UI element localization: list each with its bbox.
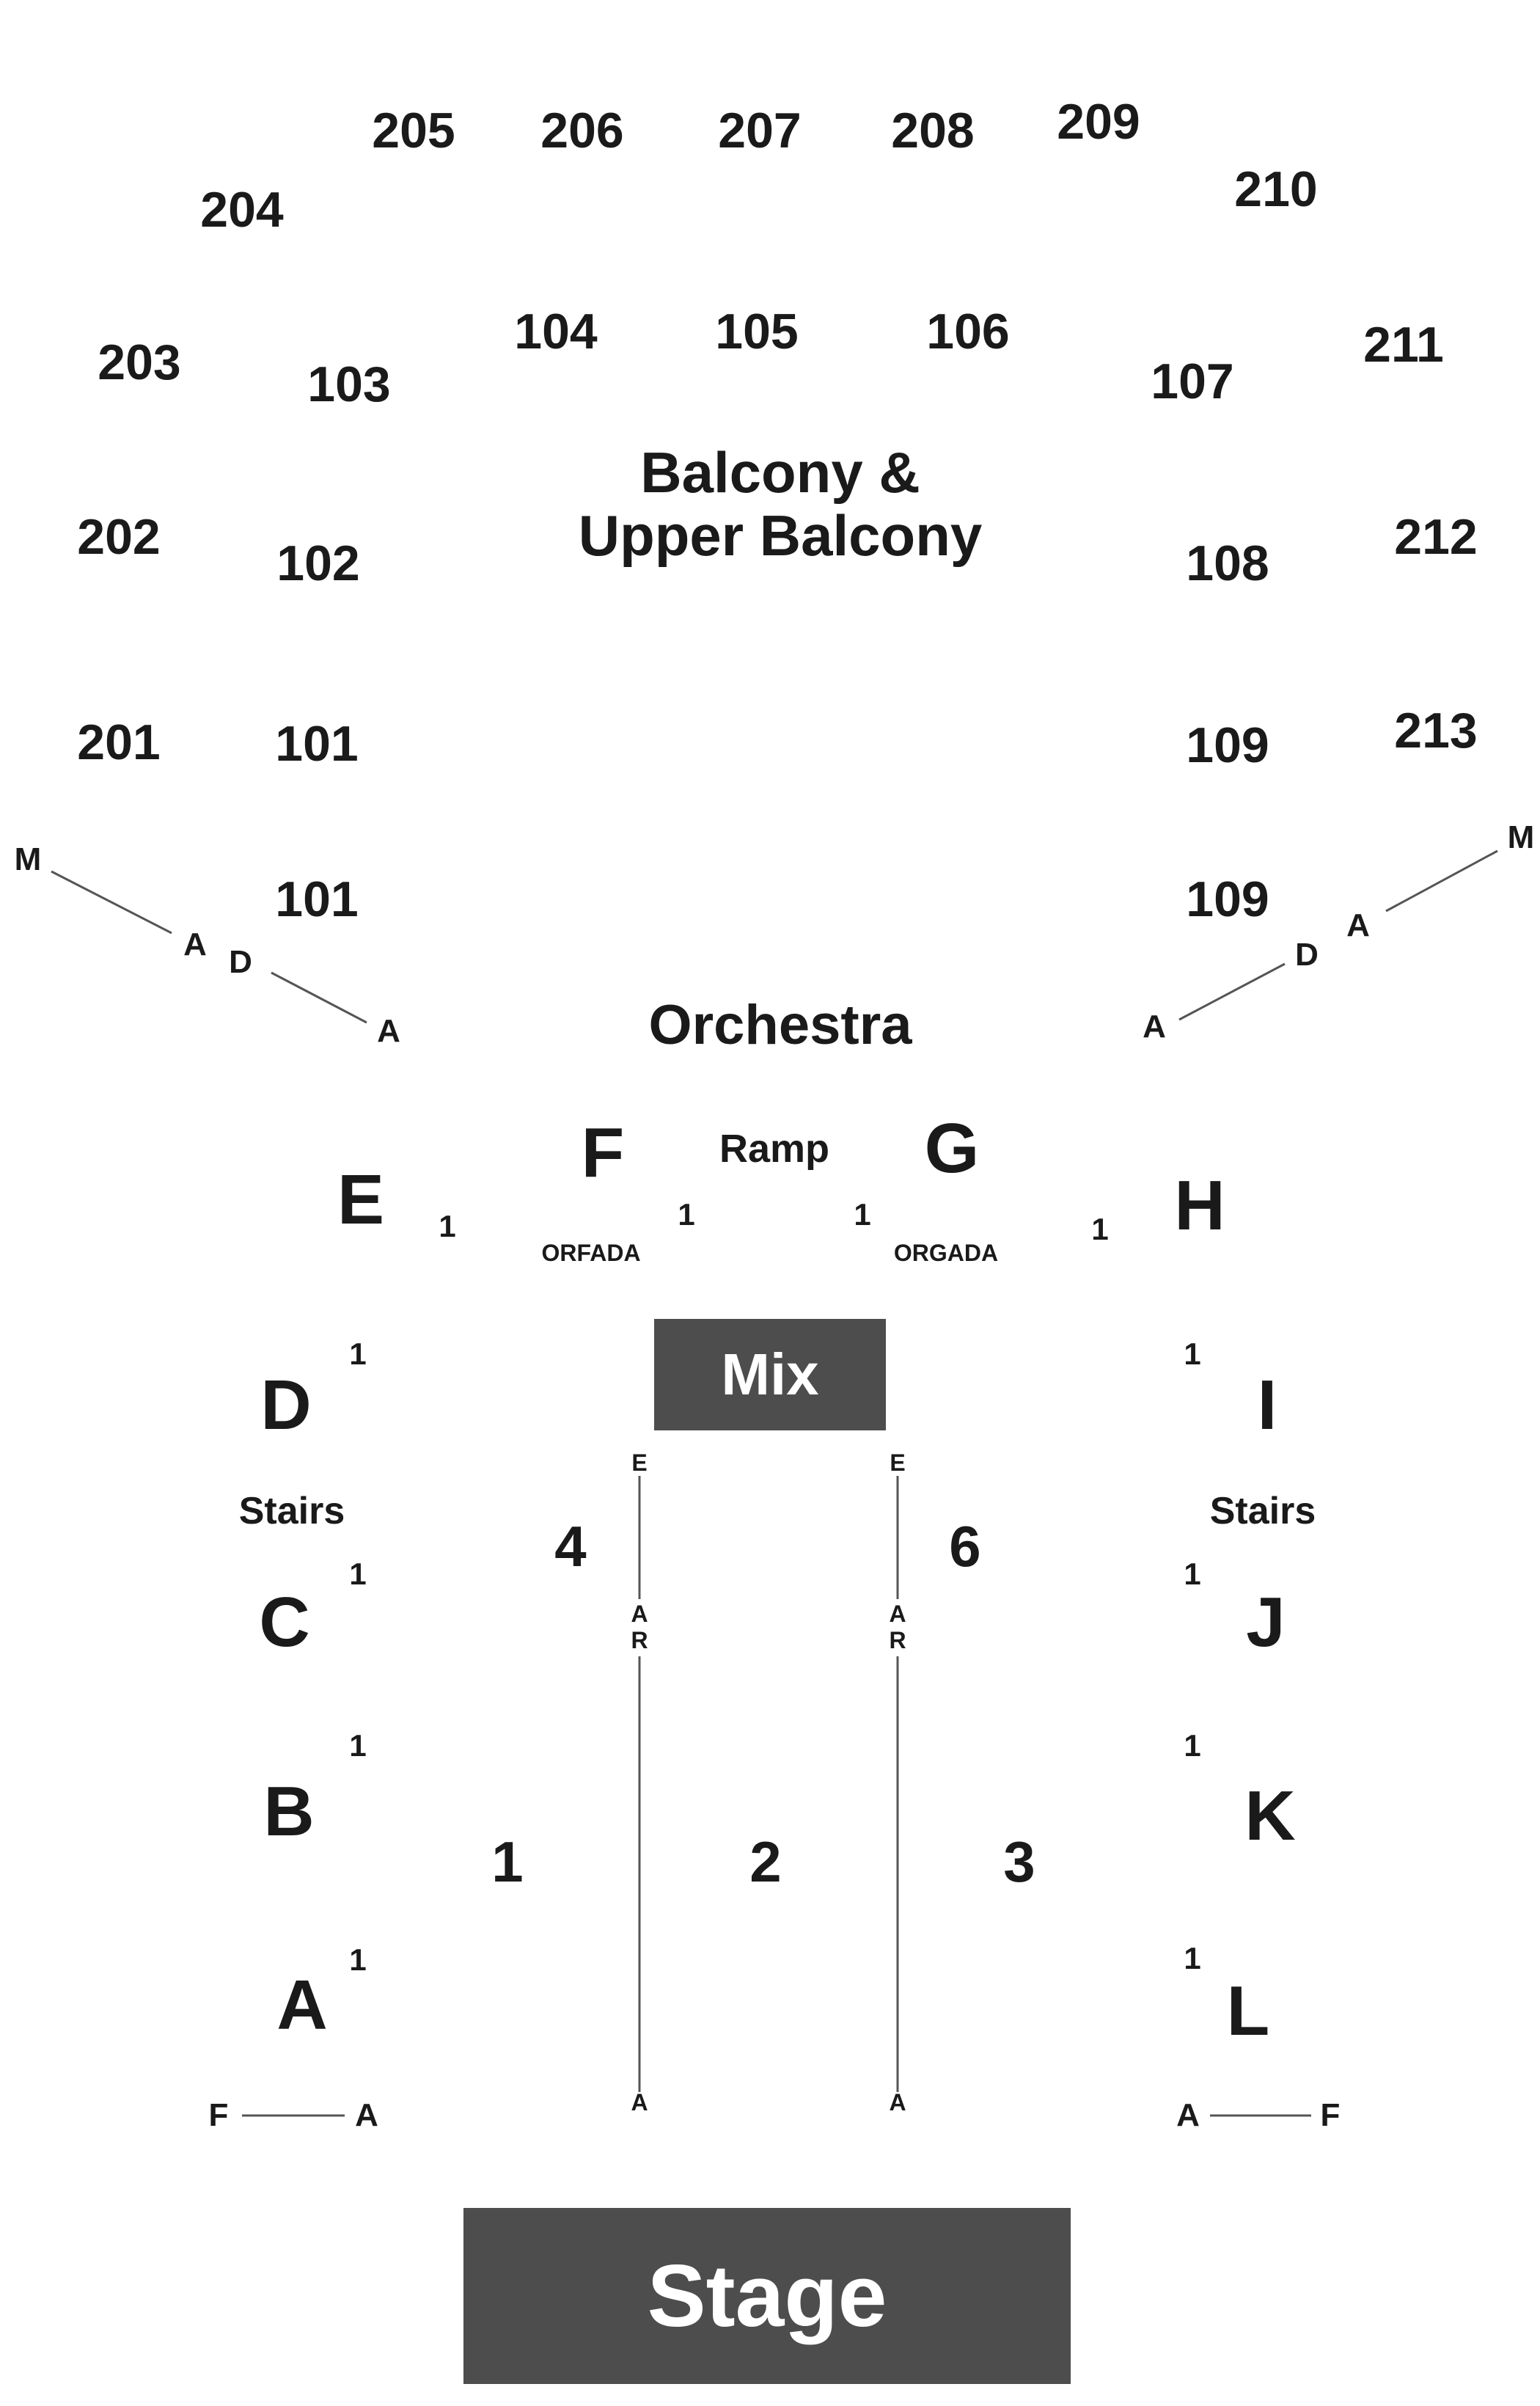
section-202[interactable]: 202 <box>77 509 161 565</box>
section-104[interactable]: 104 <box>514 304 598 359</box>
balcony-title: Balcony & Upper Balcony <box>578 440 983 568</box>
aisle-left-r: R <box>631 1627 648 1653</box>
diag-left-lower-line <box>271 971 367 1024</box>
section-109[interactable]: 109 <box>1186 717 1269 773</box>
balcony-title-line-1: Balcony & <box>640 440 920 505</box>
row-1-g: 1 <box>854 1197 871 1232</box>
diag-right-lower-line <box>1178 962 1286 1021</box>
row-1-h: 1 <box>1091 1212 1109 1246</box>
row-marker-d-left: D <box>229 944 252 980</box>
row-1-b: 1 <box>349 1728 367 1763</box>
aisle-left-bottom-a: A <box>631 2089 648 2116</box>
row-marker-f-bottom-left: F <box>208 2097 229 2133</box>
row-marker-a-bottom-right: A <box>1176 2097 1200 2133</box>
section-105[interactable]: 105 <box>715 304 799 359</box>
section-l[interactable]: L <box>1226 1972 1270 2050</box>
orgada-label: ORGADA <box>893 1240 999 1266</box>
section-108[interactable]: 108 <box>1186 535 1269 591</box>
mix-position: Mix <box>654 1319 886 1430</box>
section-209[interactable]: 209 <box>1057 94 1140 150</box>
row-marker-m-right: M <box>1507 819 1535 855</box>
ramp-label: Ramp <box>719 1127 830 1171</box>
orchestra-title: Orchestra <box>648 994 912 1056</box>
aisle-left-a: A <box>631 1601 648 1627</box>
section-f[interactable]: F <box>581 1114 625 1192</box>
section-e[interactable]: E <box>337 1160 385 1239</box>
row-1-e: 1 <box>439 1209 456 1243</box>
row-marker-a-left-upper: A <box>183 926 207 962</box>
section-210[interactable]: 210 <box>1234 161 1318 217</box>
section-203[interactable]: 203 <box>98 334 181 390</box>
stairs-right: Stairs <box>1209 1490 1316 1532</box>
row-1-k: 1 <box>1184 1728 1201 1763</box>
section-i[interactable]: I <box>1257 1366 1277 1444</box>
row-1-a: 1 <box>349 1942 367 1977</box>
section-201[interactable]: 201 <box>77 714 161 770</box>
row-marker-a-left-lower: A <box>377 1013 400 1049</box>
section-j[interactable]: J <box>1246 1583 1286 1661</box>
aisle-right-bottom-a: A <box>889 2089 906 2116</box>
row-1-j: 1 <box>1184 1557 1201 1591</box>
aisle-right-e: E <box>890 1449 906 1476</box>
section-207[interactable]: 207 <box>718 103 802 158</box>
row-1-l: 1 <box>1184 1941 1201 1975</box>
section-102[interactable]: 102 <box>276 535 360 591</box>
section-a[interactable]: A <box>276 1966 328 2044</box>
balcony-title-line-2: Upper Balcony <box>578 503 983 568</box>
stage: Stage <box>463 2208 1071 2384</box>
row-marker-m-left: M <box>14 841 42 877</box>
section-103[interactable]: 103 <box>307 356 391 412</box>
section-109-lower[interactable]: 109 <box>1186 871 1269 927</box>
section-101[interactable]: 101 <box>275 716 359 772</box>
section-c[interactable]: C <box>259 1583 310 1661</box>
row-1-i: 1 <box>1184 1337 1201 1371</box>
row-marker-a-bottom-left: A <box>355 2097 378 2133</box>
row-marker-f-bottom-right: F <box>1320 2097 1341 2133</box>
section-213[interactable]: 213 <box>1394 703 1478 758</box>
row-1-d: 1 <box>349 1337 367 1371</box>
section-205[interactable]: 205 <box>372 103 455 158</box>
section-211[interactable]: 211 <box>1363 317 1444 373</box>
row-1-c: 1 <box>349 1557 367 1591</box>
aisle-right-r: R <box>889 1627 906 1653</box>
section-206[interactable]: 206 <box>540 103 624 158</box>
section-k[interactable]: K <box>1244 1777 1296 1855</box>
section-3[interactable]: 3 <box>1003 1829 1035 1894</box>
section-1[interactable]: 1 <box>491 1829 524 1894</box>
section-g[interactable]: G <box>924 1109 980 1188</box>
stairs-left: Stairs <box>238 1490 345 1532</box>
section-208[interactable]: 208 <box>891 103 975 158</box>
aisle-left-e: E <box>631 1449 648 1476</box>
section-106[interactable]: 106 <box>926 304 1010 359</box>
section-101-lower[interactable]: 101 <box>275 871 359 927</box>
orfada-label: ORFADA <box>541 1240 641 1266</box>
row-marker-a-right-lower: A <box>1143 1009 1166 1045</box>
section-4[interactable]: 4 <box>554 1514 587 1579</box>
section-6[interactable]: 6 <box>949 1514 981 1579</box>
section-212[interactable]: 212 <box>1394 509 1478 565</box>
aisle-right-a: A <box>889 1601 906 1627</box>
row-marker-a-right-upper: A <box>1346 907 1370 943</box>
row-marker-d-right: D <box>1295 937 1319 973</box>
section-h[interactable]: H <box>1174 1166 1225 1245</box>
row-1-f: 1 <box>678 1197 695 1232</box>
section-107[interactable]: 107 <box>1151 354 1234 409</box>
diag-left-upper-line <box>51 870 172 935</box>
section-204[interactable]: 204 <box>200 182 284 238</box>
diag-right-upper-line <box>1385 849 1498 913</box>
section-b[interactable]: B <box>263 1772 315 1851</box>
section-2[interactable]: 2 <box>749 1829 782 1894</box>
section-d[interactable]: D <box>260 1366 312 1444</box>
